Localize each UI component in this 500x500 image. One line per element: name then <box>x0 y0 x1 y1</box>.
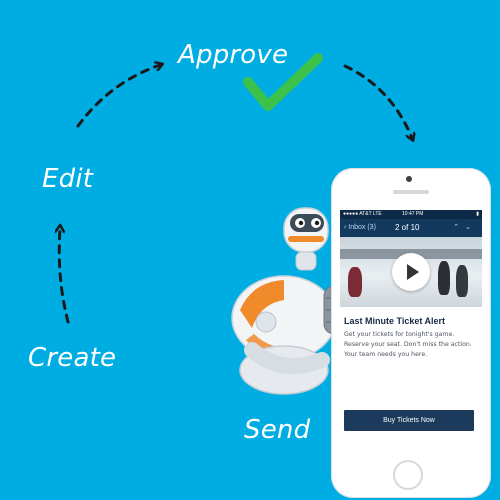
step-edit-label: Edit <box>42 164 94 194</box>
battery-icon: ▮ <box>476 211 479 217</box>
phone-camera <box>406 176 412 182</box>
arrow-approve-to-send <box>343 64 412 138</box>
email-title: Last Minute Ticket Alert <box>344 316 446 326</box>
email-nav-bar: ‹ Inbox (3) 2 of 10 ⌃⌄ <box>340 219 482 237</box>
arrow-edit-to-approve <box>76 65 160 128</box>
hockey-player <box>438 261 450 295</box>
message-counter: 2 of 10 <box>395 223 420 232</box>
hockey-player <box>348 267 362 297</box>
phone-screen: ●●●●● AT&T LTE 10:47 PM ▮ ‹ Inbox (3) 2 … <box>340 210 482 452</box>
step-send-label: Send <box>244 415 311 445</box>
email-body: Get your tickets for tonight's game. Res… <box>344 331 472 358</box>
home-button[interactable] <box>393 460 423 490</box>
buy-tickets-button[interactable]: Buy Tickets Now <box>344 410 474 431</box>
hero-image <box>340 237 482 307</box>
hockey-player <box>456 265 468 297</box>
play-icon <box>407 264 419 280</box>
inbox-back-link[interactable]: ‹ Inbox (3) <box>344 224 376 231</box>
status-time: 10:47 PM <box>402 211 424 217</box>
step-approve-label: Approve <box>178 40 289 70</box>
arrow-create-to-edit <box>59 228 70 324</box>
prev-next-arrows[interactable]: ⌃⌄ <box>453 224 477 231</box>
play-button[interactable] <box>392 253 430 291</box>
status-bar: ●●●●● AT&T LTE 10:47 PM ▮ <box>340 210 482 219</box>
phone-mockup: ●●●●● AT&T LTE 10:47 PM ▮ ‹ Inbox (3) 2 … <box>331 168 491 498</box>
carrier-text: ●●●●● AT&T LTE <box>343 211 382 217</box>
phone-speaker <box>393 190 429 194</box>
step-create-label: Create <box>28 343 117 373</box>
